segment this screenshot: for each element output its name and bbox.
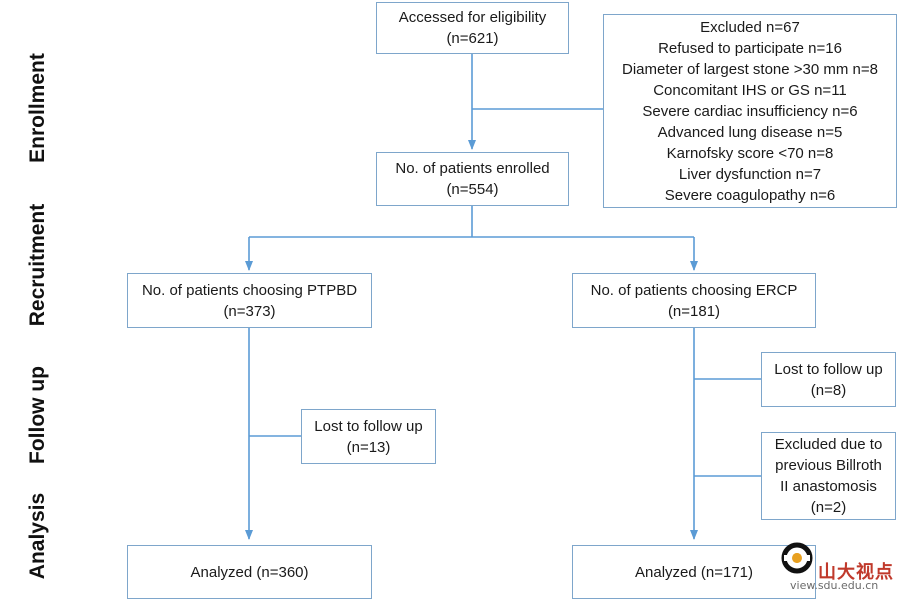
stage-label-analysis: Analysis — [26, 492, 49, 580]
excluded-line-1: Excluded n=67 — [700, 18, 800, 36]
box-ercp: No. of patients choosing ERCP (n=181) — [572, 273, 816, 328]
lost-ercp-line-1: Lost to follow up — [774, 360, 883, 378]
box-excluded: Excluded n=67 Refused to participate n=1… — [603, 14, 897, 208]
excluded-line-7: Karnofsky score <70 n=8 — [666, 144, 834, 162]
enrolled-line-2: (n=554) — [446, 181, 499, 198]
connector-lines — [245, 54, 761, 540]
ercp-line-1: No. of patients choosing ERCP — [590, 281, 798, 299]
stage-label-enrollment: Enrollment — [26, 53, 49, 163]
excluded-line-3: Diameter of largest stone >30 mm n=8 — [622, 60, 878, 78]
box-analyzed-ercp: Analyzed (n=171) — [572, 545, 816, 599]
box-eligibility: Accessed for eligibility (n=621) — [376, 2, 569, 54]
lost-ercp-line-2: (n=8) — [810, 381, 847, 399]
lost-ptpbd-line-1: Lost to follow up — [314, 417, 423, 435]
excluded-line-2: Refused to participate n=16 — [658, 39, 842, 57]
excluded-line-6: Advanced lung disease n=5 — [657, 123, 843, 141]
billroth-line-4: (n=2) — [810, 499, 847, 516]
box-enrolled: No. of patients enrolled (n=554) — [376, 152, 569, 206]
watermark-logo-icon — [781, 542, 813, 574]
box-lost-ercp: Lost to follow up (n=8) — [761, 352, 896, 407]
watermark: 山大视点 view.sdu.edu.cn — [780, 538, 898, 596]
box-analyzed-ptpbd: Analyzed (n=360) — [127, 545, 372, 599]
excluded-line-5: Severe cardiac insufficiency n=6 — [642, 102, 858, 120]
ptpbd-line-2: (n=373) — [223, 302, 276, 320]
ercp-line-2: (n=181) — [667, 302, 721, 320]
flow-diagram: Enrollment Recruitment Follow up Analysi… — [26, 2, 898, 599]
enrolled-line-1: No. of patients enrolled — [395, 160, 550, 177]
box-excluded-billroth: Excluded due to previous Billroth II ana… — [761, 432, 896, 520]
eligibility-line-1: Accessed for eligibility — [398, 9, 547, 26]
ptpbd-line-1: No. of patients choosing PTPBD — [141, 281, 358, 299]
box-ptpbd: No. of patients choosing PTPBD (n=373) — [127, 273, 372, 328]
watermark-text: 山大视点 — [818, 562, 894, 583]
lost-ptpbd-line-2: (n=13) — [346, 438, 391, 456]
billroth-line-1: Excluded due to — [774, 436, 883, 453]
excluded-line-8: Liver dysfunction n=7 — [678, 165, 822, 183]
billroth-line-2: previous Billroth — [775, 457, 882, 474]
excluded-line-9: Severe coagulopathy n=6 — [664, 186, 836, 204]
watermark-url: view.sdu.edu.cn — [790, 579, 879, 592]
box-lost-ptpbd: Lost to follow up (n=13) — [301, 409, 436, 464]
stage-label-recruitment: Recruitment — [26, 203, 49, 327]
analyzed-ptpbd-text: Analyzed (n=360) — [190, 563, 309, 581]
billroth-line-3: II anastomosis — [780, 478, 877, 495]
excluded-line-4: Concomitant IHS or GS n=11 — [653, 81, 847, 99]
analyzed-ercp-text: Analyzed (n=171) — [635, 563, 753, 581]
eligibility-line-2: (n=621) — [446, 30, 499, 47]
